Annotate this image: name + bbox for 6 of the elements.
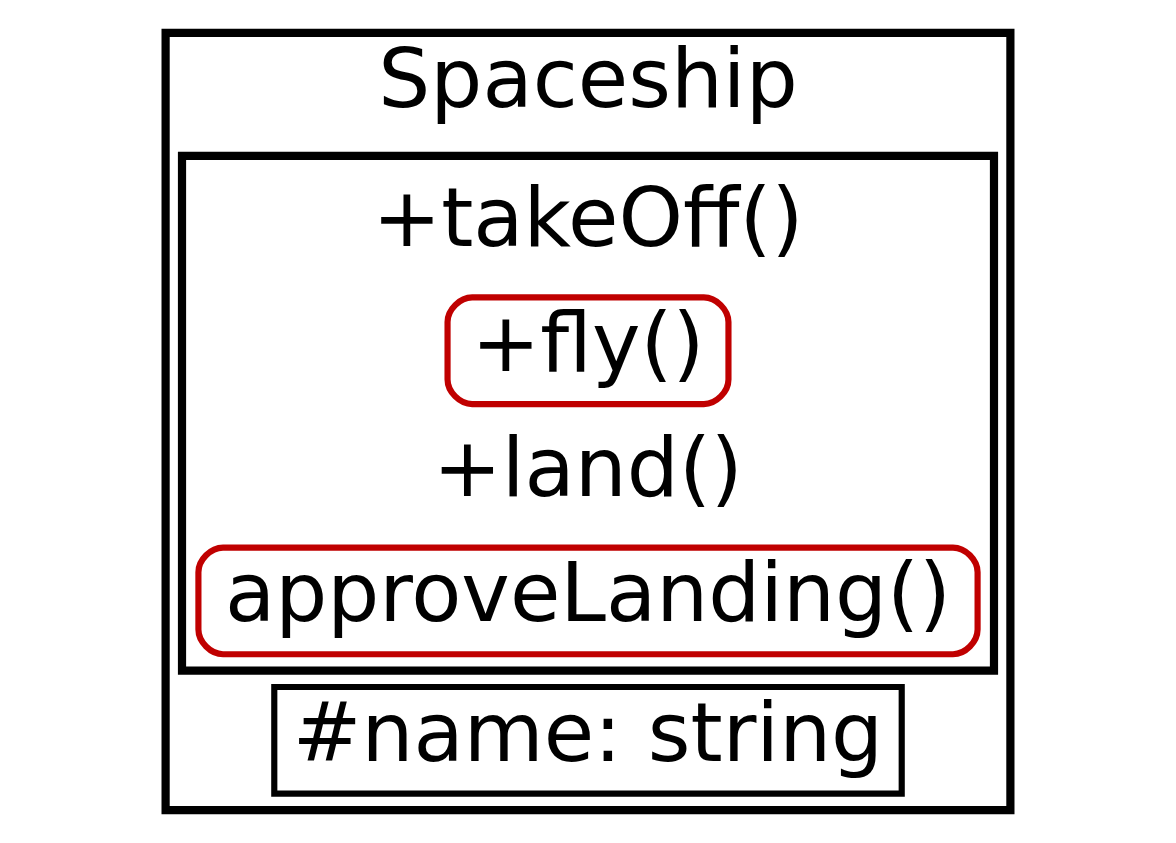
- node-box: #name: string: [271, 683, 905, 797]
- label: +takeOff(): [372, 170, 804, 266]
- label: +land(): [433, 420, 743, 516]
- node-box: +fly(): [444, 294, 732, 408]
- node-box: approveLanding(): [195, 544, 981, 658]
- cluster: [177, 151, 999, 675]
